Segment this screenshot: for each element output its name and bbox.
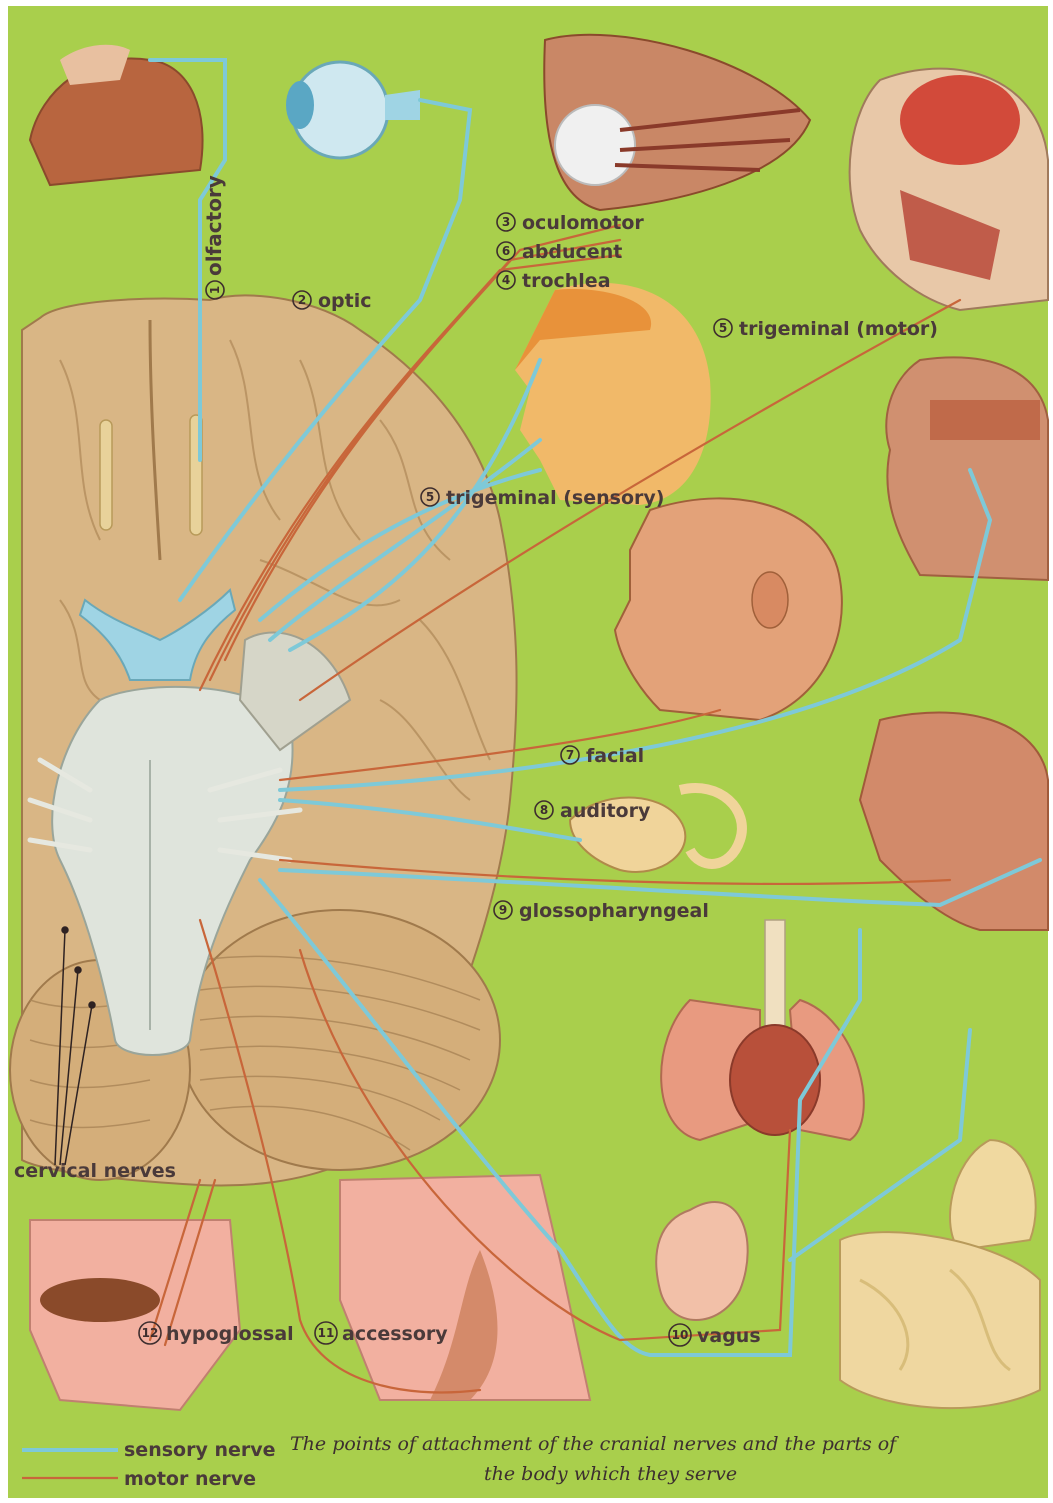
- nerve-name-facial: facial: [586, 745, 644, 767]
- nerve-name-hypoglossal: hypoglossal: [166, 1323, 294, 1345]
- caption-line-2: the body which they serve: [484, 1463, 737, 1485]
- brain-illustration: [10, 295, 517, 1185]
- nerve-name-olfactory: olfactory: [202, 175, 226, 276]
- legend-motor-label: motor nerve: [124, 1468, 256, 1490]
- nerve-name-trochlea: trochlea: [522, 270, 611, 292]
- nerve-number-6: 6: [502, 244, 510, 258]
- nerve-name-abducent: abducent: [522, 241, 622, 263]
- nerve-number-8: 8: [540, 803, 548, 817]
- nerve-name-oculomotor: oculomotor: [522, 212, 644, 234]
- nerve-number-11: 11: [318, 1326, 335, 1340]
- caption-line-1: The points of attachment of the cranial …: [290, 1433, 899, 1455]
- legend-sensory-label: sensory nerve: [124, 1439, 276, 1461]
- nerve-name-glossopharyngeal: glossopharyngeal: [519, 900, 709, 922]
- nerve-name-auditory: auditory: [560, 800, 651, 822]
- nerve-number-5-motor: 5: [719, 321, 727, 335]
- nerve-number-7: 7: [566, 748, 574, 762]
- nerve-number-9: 9: [499, 903, 507, 917]
- nerve-name-accessory: accessory: [342, 1323, 448, 1345]
- nerve-number-10: 10: [672, 1328, 689, 1342]
- nerve-number-5-sensory: 5: [426, 490, 434, 504]
- nerve-number-4: 4: [502, 273, 510, 287]
- cervical-nerves-label: cervical nerves: [14, 1160, 176, 1182]
- nerve-name-trigeminal-sensory: trigeminal (sensory): [446, 487, 664, 509]
- nerve-label-glossopharyngeal: 9 glossopharyngeal: [494, 900, 709, 922]
- nerve-name-optic: optic: [318, 290, 372, 312]
- nerve-number-12: 12: [142, 1326, 159, 1340]
- nerve-label-facial: 7 facial: [561, 745, 644, 767]
- nerve-name-trigeminal-motor: trigeminal (motor): [739, 318, 938, 340]
- nerve-label-trigeminal-motor: 5 trigeminal (motor): [714, 318, 938, 340]
- nose-throat-illustration: [886, 358, 1048, 581]
- facial-muscles-head-illustration: [615, 498, 842, 720]
- nerve-name-vagus: vagus: [697, 1325, 761, 1347]
- nerve-number-1: 1: [208, 286, 222, 294]
- nerve-number-2: 2: [298, 293, 306, 307]
- nerve-label-optic: 2 optic: [293, 290, 372, 312]
- nerve-number-3: 3: [502, 215, 510, 229]
- nerve-label-trigeminal-sensory: 5 trigeminal (sensory): [421, 487, 664, 509]
